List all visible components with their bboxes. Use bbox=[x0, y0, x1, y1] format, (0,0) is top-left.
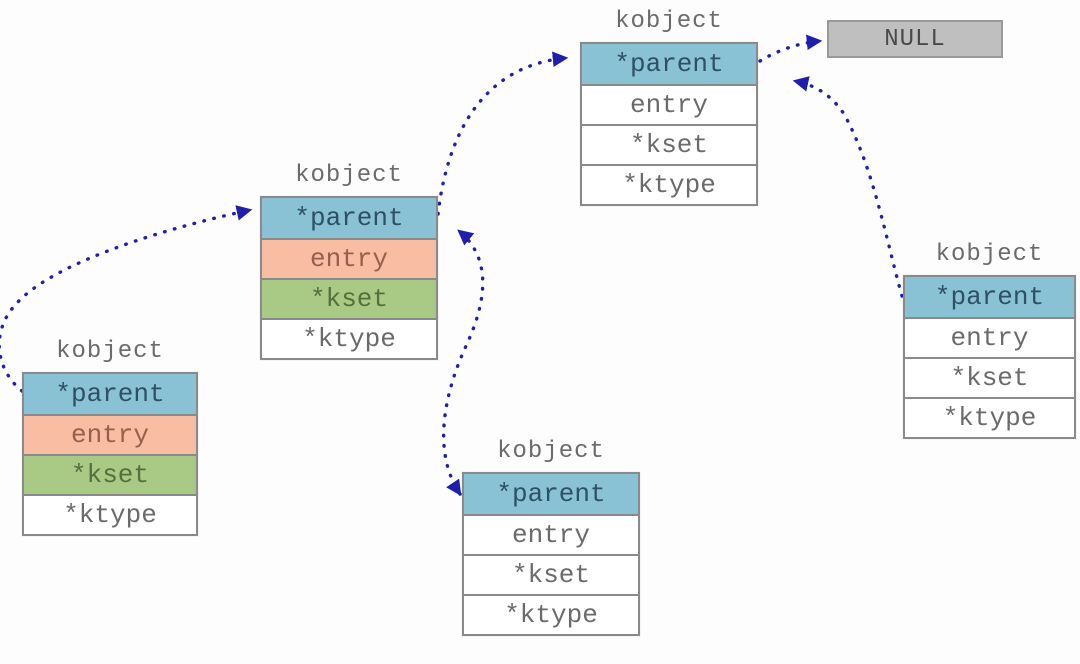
field-kset: *kset bbox=[262, 278, 436, 318]
field-parent: *parent bbox=[905, 277, 1074, 317]
field-parent: *parent bbox=[582, 44, 756, 84]
field-ktype: *ktype bbox=[905, 397, 1074, 437]
arrow-middle-parent-to-top bbox=[436, 51, 569, 216]
kobject-title: kobject bbox=[615, 8, 723, 35]
arrow-right-parent-to-top bbox=[792, 76, 904, 298]
field-kset: *kset bbox=[582, 124, 756, 164]
field-parent: *parent bbox=[24, 374, 196, 414]
null-box: NULL bbox=[827, 20, 1003, 58]
kobject-box-right: kobject *parent entry *kset *ktype bbox=[903, 239, 1076, 439]
field-kset: *kset bbox=[464, 554, 638, 594]
field-ktype: *ktype bbox=[582, 164, 756, 204]
kobject-struct-table: *parent entry *kset *ktype bbox=[462, 472, 640, 636]
field-entry: entry bbox=[905, 317, 1074, 357]
field-ktype: *ktype bbox=[24, 494, 196, 534]
kobject-struct-table: *parent entry *kset *ktype bbox=[260, 196, 438, 360]
field-parent: *parent bbox=[262, 198, 436, 238]
arrow-top-parent-to-null bbox=[758, 34, 823, 63]
kobject-box-middle: kobject *parent entry *kset *ktype bbox=[260, 160, 438, 360]
field-ktype: *ktype bbox=[464, 594, 638, 634]
field-kset: *kset bbox=[24, 454, 196, 494]
kobject-title: kobject bbox=[295, 162, 403, 189]
kobject-title: kobject bbox=[56, 338, 164, 365]
field-ktype: *ktype bbox=[262, 318, 436, 358]
kobject-title: kobject bbox=[497, 438, 605, 465]
kobject-struct-table: *parent entry *kset *ktype bbox=[580, 42, 758, 206]
field-entry: entry bbox=[24, 414, 196, 454]
kobject-box-top: kobject *parent entry *kset *ktype bbox=[580, 6, 758, 206]
field-kset: *kset bbox=[905, 357, 1074, 397]
field-entry: entry bbox=[582, 84, 756, 124]
field-entry: entry bbox=[262, 238, 436, 278]
field-entry: entry bbox=[464, 514, 638, 554]
field-parent: *parent bbox=[464, 474, 638, 514]
kobject-struct-table: *parent entry *kset *ktype bbox=[22, 372, 198, 536]
kobject-struct-table: *parent entry *kset *ktype bbox=[903, 275, 1076, 439]
kobject-title: kobject bbox=[935, 241, 1044, 268]
kobject-box-bottom: kobject *parent entry *kset *ktype bbox=[462, 436, 640, 636]
kobject-box-left: kobject *parent entry *kset *ktype bbox=[22, 336, 198, 536]
